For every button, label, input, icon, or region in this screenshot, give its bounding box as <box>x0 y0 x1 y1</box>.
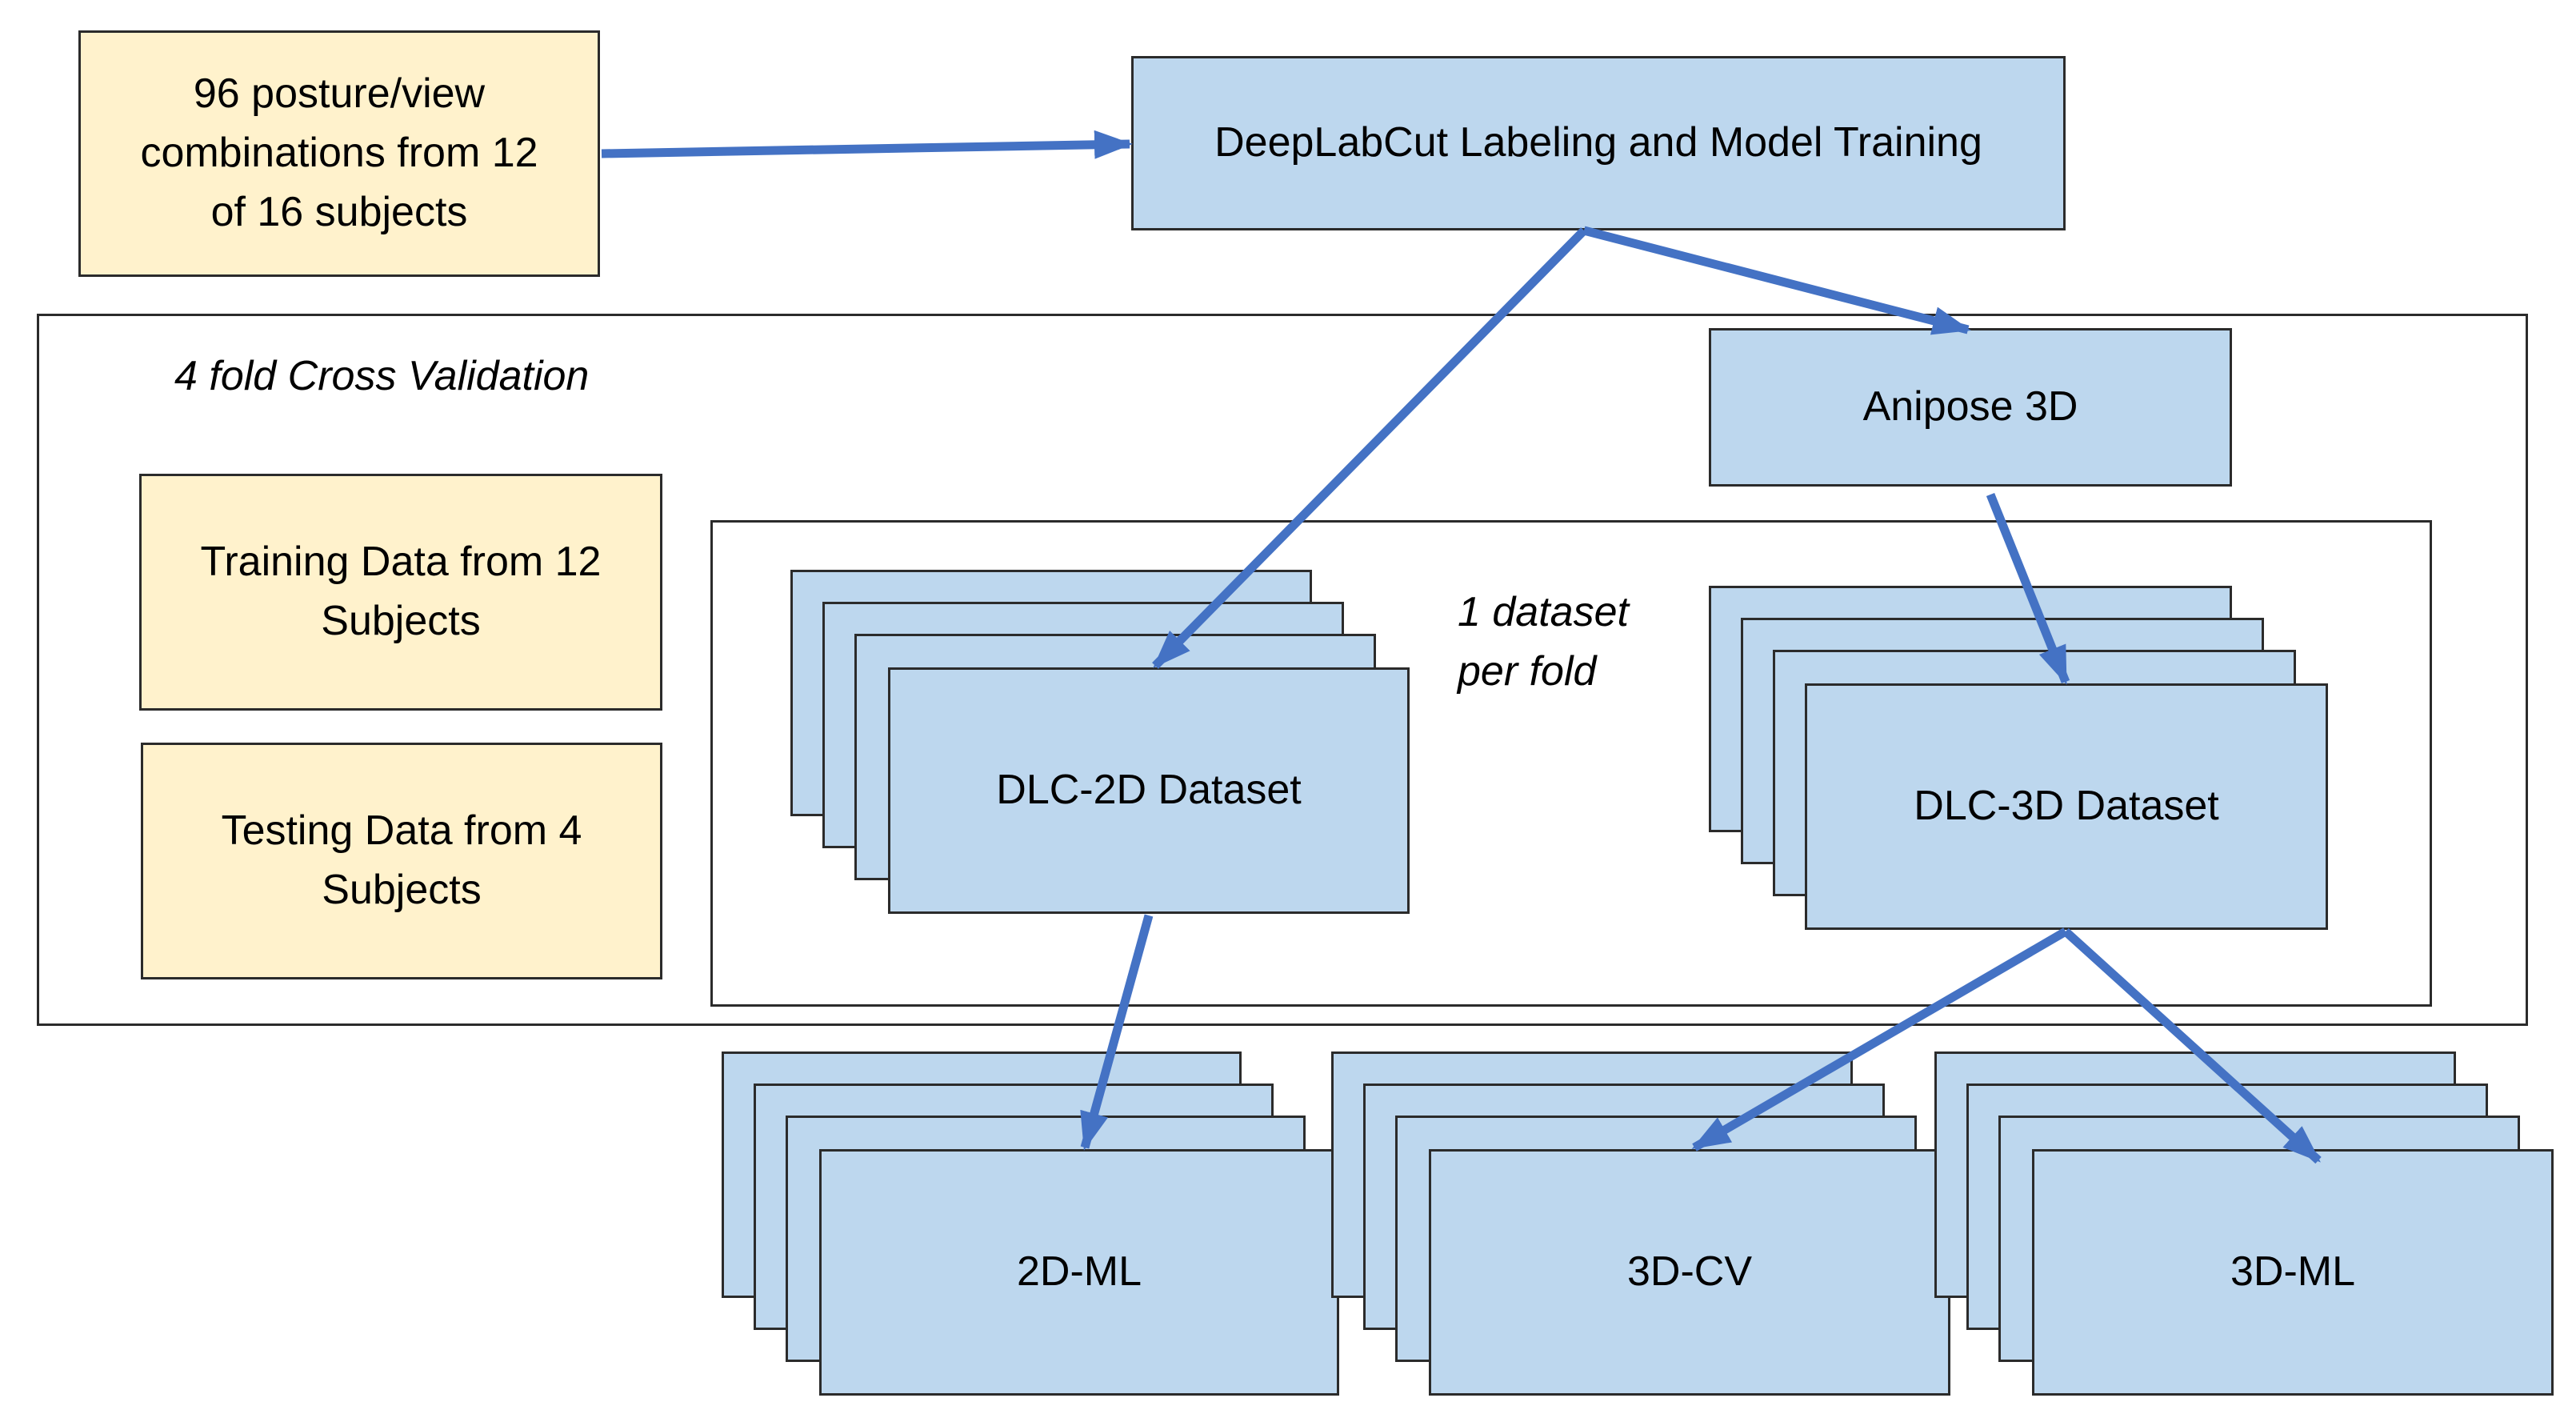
training-data-box: Training Data from 12 Subjects <box>139 474 662 711</box>
dlc3d-dataset-box: DLC-3D Dataset <box>1805 683 2328 930</box>
arrow-dlc3d-to-ml3d <box>2062 927 2322 1164</box>
training-data-line-2: Subjects <box>321 598 481 644</box>
ml2d-label: 2D-ML <box>1016 1248 1142 1296</box>
testing-data-line-1: Testing Data from 4 <box>221 807 582 855</box>
arrow-dlc3d-to-cv3d <box>1691 927 2068 1152</box>
source-line-2: combinations from 12 <box>140 130 538 177</box>
arrow-training-to-dlc2d <box>1152 227 1587 669</box>
source-line-3: of 16 subjects <box>210 188 468 235</box>
cross-validation-frame <box>37 314 2528 1026</box>
ml3d-label: 3D-ML <box>2230 1248 2356 1296</box>
arrow-source-to-training <box>601 130 1133 159</box>
per-fold-label: 1 dataset per fold <box>1458 583 1629 701</box>
anipose-3d-label: Anipose 3D <box>1862 383 2078 431</box>
arrow-training-to-anipose <box>1582 226 1971 335</box>
per-fold-line-2: per fold <box>1458 648 1597 695</box>
dataset-frame <box>710 520 2432 1007</box>
arrow-anipose-to-dlc3d <box>1986 492 2070 685</box>
source-box: 96 posture/view combinations from 12 of … <box>78 30 600 277</box>
source-line-1: 96 posture/view <box>193 70 486 118</box>
dlc2d-dataset-box: DLC-2D Dataset <box>888 667 1410 914</box>
anipose-3d-box: Anipose 3D <box>1709 328 2232 487</box>
ml2d-box: 2D-ML <box>819 1149 1339 1396</box>
dlc2d-dataset-label: DLC-2D Dataset <box>996 767 1302 814</box>
dlc3d-dataset-label: DLC-3D Dataset <box>1914 783 2219 830</box>
deeplabcut-training-box: DeepLabCut Labeling and Model Training <box>1131 56 2066 230</box>
training-data-line-1: Training Data from 12 <box>200 539 602 586</box>
per-fold-line-1: 1 dataset <box>1458 589 1629 635</box>
cv3d-label: 3D-CV <box>1626 1248 1753 1296</box>
arrow-dlc2d-to-ml2d <box>1080 914 1154 1151</box>
testing-data-box: Testing Data from 4 Subjects <box>141 743 662 979</box>
ml3d-box: 3D-ML <box>2032 1149 2554 1396</box>
deeplabcut-training-label: DeepLabCut Labeling and Model Training <box>1214 119 1982 166</box>
cross-validation-label: 4 fold Cross Validation <box>174 353 590 399</box>
testing-data-line-2: Subjects <box>322 867 482 913</box>
